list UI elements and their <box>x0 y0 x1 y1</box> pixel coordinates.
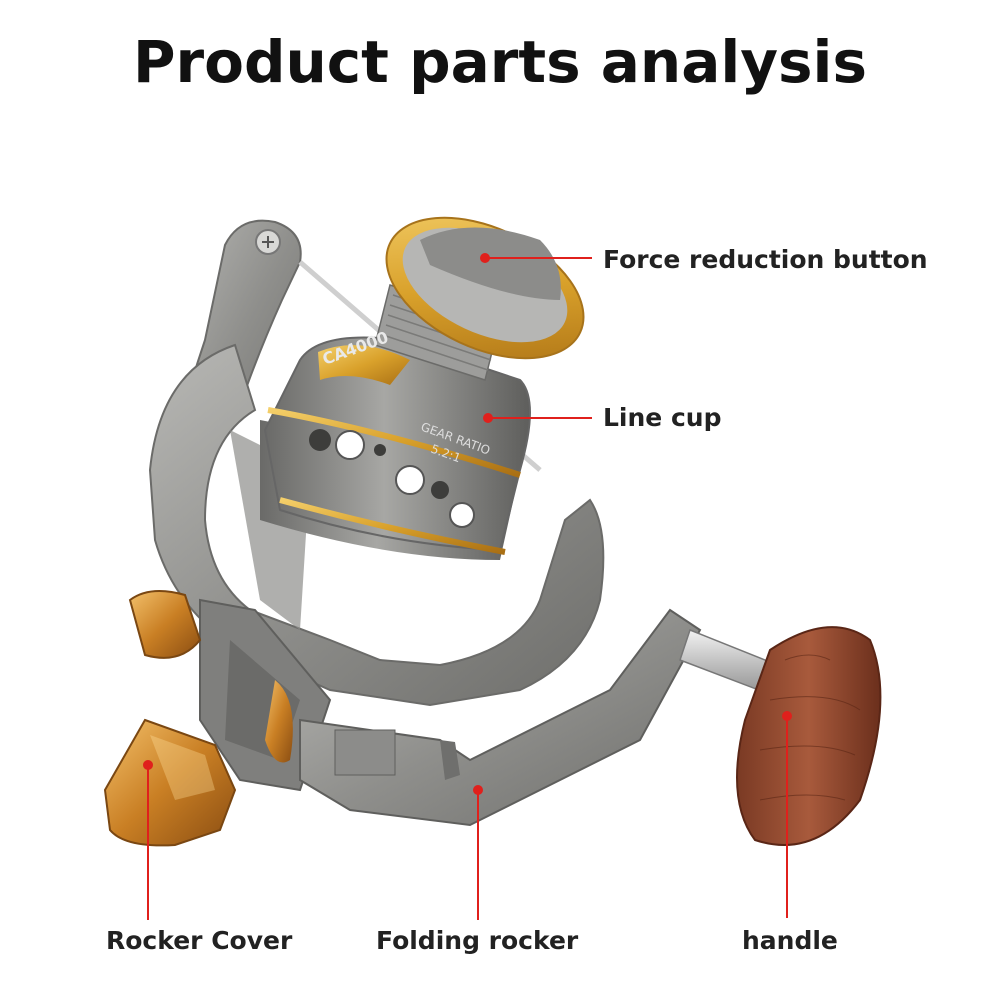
handle-label: handle <box>742 926 838 955</box>
drag-knob <box>385 216 585 360</box>
force-reduction-button-label: Force reduction button <box>603 245 928 274</box>
rocker-cover-label: Rocker Cover <box>106 926 293 955</box>
folding-rocker-part <box>299 608 702 827</box>
rotor-base <box>199 598 332 792</box>
rocker-cover-part <box>103 718 237 847</box>
spool: GEAR RATIO 5.2:1 <box>260 336 531 560</box>
callout-lines <box>143 253 792 920</box>
side-cap-knob <box>128 590 202 659</box>
page-title: Product parts analysis <box>133 28 867 96</box>
handle-part <box>679 626 882 846</box>
line-cup-label: Line cup <box>603 403 722 432</box>
folding-rocker-label: Folding rocker <box>376 926 579 955</box>
